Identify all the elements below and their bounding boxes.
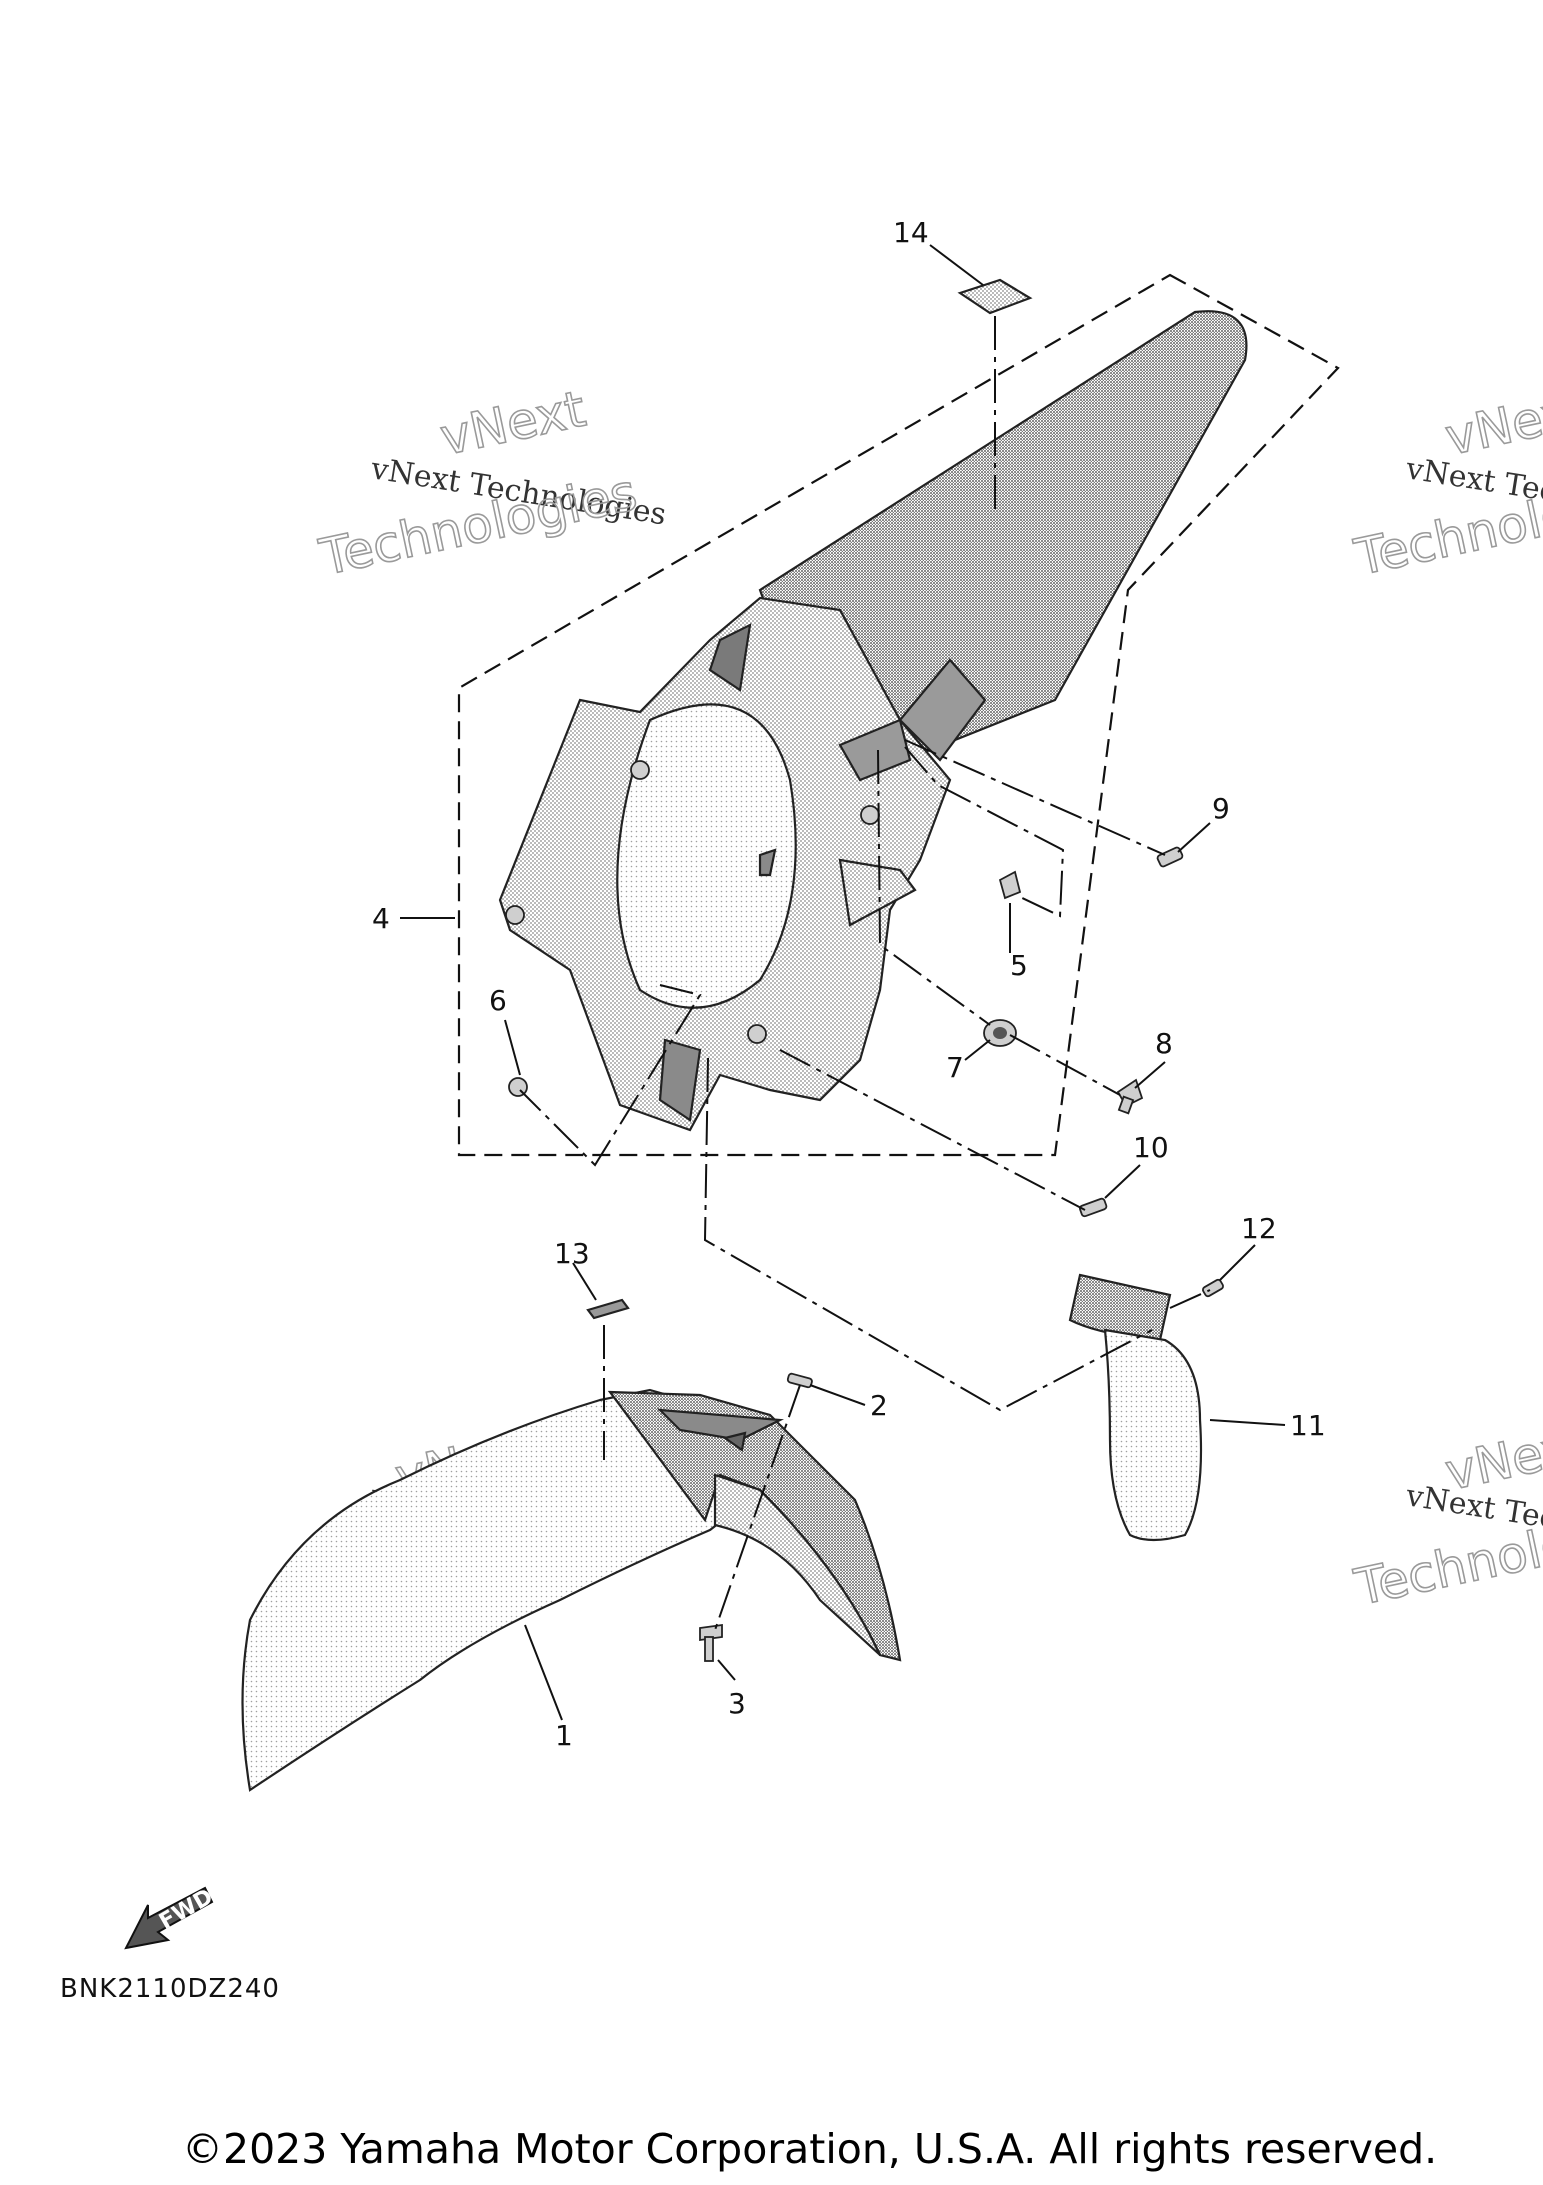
assembly-boundary [457, 273, 1340, 1157]
callout-12: 12 [1241, 1212, 1277, 1245]
callout-13: 13 [554, 1237, 590, 1270]
watermark-line2a: vNext [1440, 1415, 1543, 1502]
watermark-line2a: vNext [435, 380, 590, 467]
callout-3: 3 [728, 1687, 746, 1720]
callout-14: 14 [893, 216, 929, 249]
callout-5: 5 [1010, 949, 1028, 982]
watermark-top-right: vNext Technologies vNext Technologies [1349, 379, 1543, 588]
fwd-label: FWD [155, 1884, 217, 1934]
diagram-code: BNK2110DZ240 [60, 1974, 280, 2004]
reference-lines [519, 316, 1211, 1631]
callout-9: 9 [1212, 792, 1230, 825]
leader-lines [400, 244, 1286, 1721]
callout-2: 2 [870, 1389, 888, 1422]
hardware [508, 278, 1224, 1662]
watermark-top-left: vNext Technologies vNext Technologies [314, 379, 669, 588]
callouts: 14 9 4 5 6 7 8 10 12 13 2 11 1 3 [372, 216, 1326, 1752]
front-fender [241, 1388, 902, 1792]
copyright-notice: ©2023 Yamaha Motor Corporation, U.S.A. A… [182, 2125, 1437, 2173]
forward-arrow-icon: FWD [124, 1884, 217, 1950]
watermark-line2a: vNext [1440, 380, 1543, 467]
watermark-bottom-right: vNext Technologies vNext Technologies [1349, 1414, 1543, 1618]
callout-7: 7 [946, 1051, 964, 1084]
rear-fender [498, 310, 1248, 1132]
callout-1: 1 [555, 1719, 573, 1752]
callout-8: 8 [1155, 1027, 1173, 1060]
callout-4: 4 [372, 902, 390, 935]
callout-11: 11 [1290, 1409, 1326, 1442]
rear-flap [1068, 1273, 1203, 1542]
callout-6: 6 [489, 984, 507, 1017]
callout-10: 10 [1133, 1131, 1169, 1164]
